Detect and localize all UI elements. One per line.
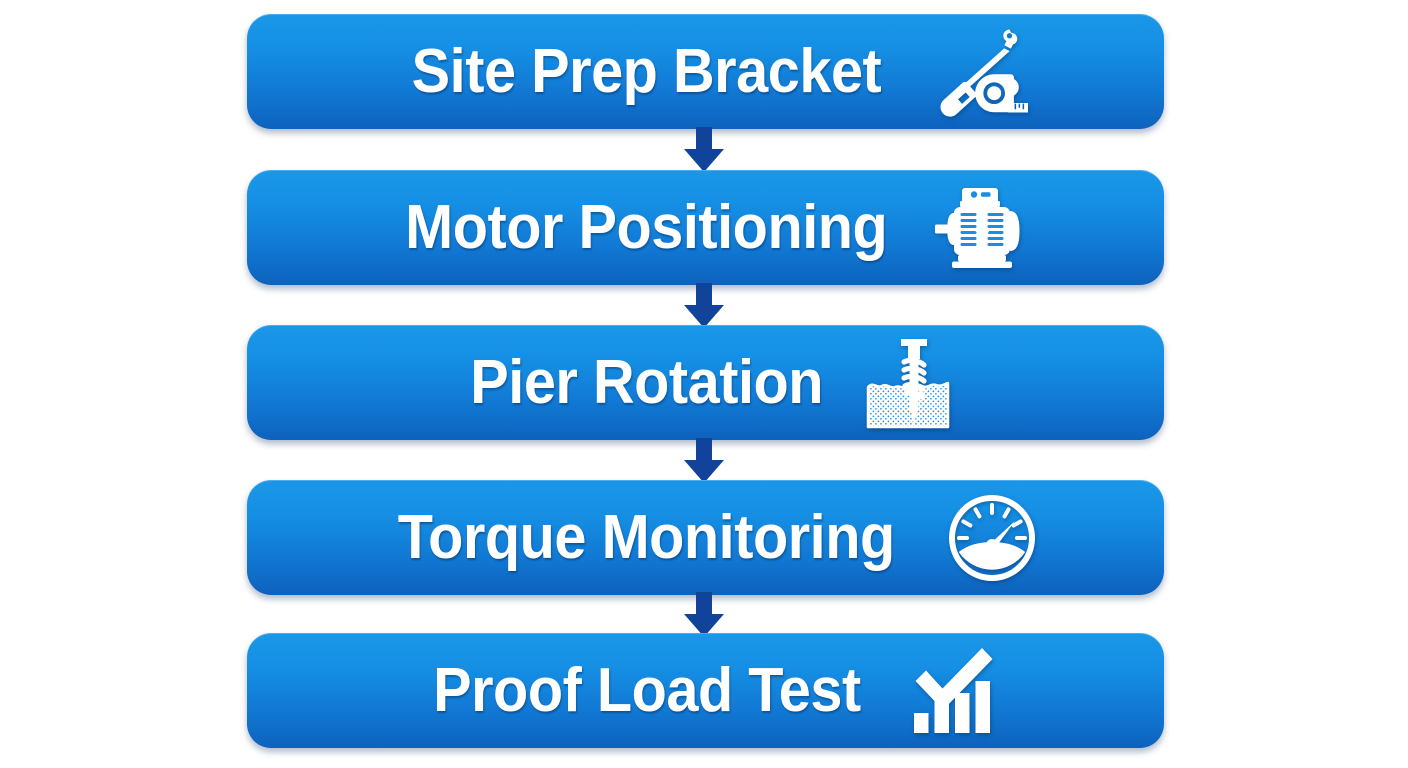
step-label: Torque Monitoring (397, 502, 896, 572)
down-arrow-icon (684, 438, 724, 483)
flow-step-site-prep-bracket[interactable]: Site Prep Bracket (247, 14, 1164, 129)
screw-pile-in-ground-icon (862, 335, 966, 431)
electric-motor-icon (932, 180, 1036, 276)
down-arrow-icon (684, 592, 724, 637)
down-arrow-icon (684, 283, 724, 328)
checkmark-bar-chart-icon (902, 643, 1006, 739)
step-content: Site Prep Bracket (394, 24, 1029, 120)
step-label: Proof Load Test (432, 655, 861, 725)
step-content: Torque Monitoring (379, 490, 1043, 586)
flow-step-torque-monitoring[interactable]: Torque Monitoring (247, 480, 1164, 595)
step-label: Motor Positioning (405, 192, 888, 262)
step-label: Site Prep Bracket (411, 36, 882, 106)
flow-step-motor-positioning[interactable]: Motor Positioning (247, 170, 1164, 285)
step-content: Pier Rotation (457, 335, 966, 431)
step-content: Proof Load Test (417, 643, 1007, 739)
shovel-measuring-tape-icon (925, 24, 1029, 120)
flow-step-pier-rotation[interactable]: Pier Rotation (247, 325, 1164, 440)
down-arrow-icon (684, 127, 724, 172)
step-label: Pier Rotation (470, 347, 823, 417)
gauge-meter-icon (940, 490, 1044, 586)
flow-step-proof-load-test[interactable]: Proof Load Test (247, 633, 1164, 748)
step-content: Motor Positioning (387, 180, 1035, 276)
